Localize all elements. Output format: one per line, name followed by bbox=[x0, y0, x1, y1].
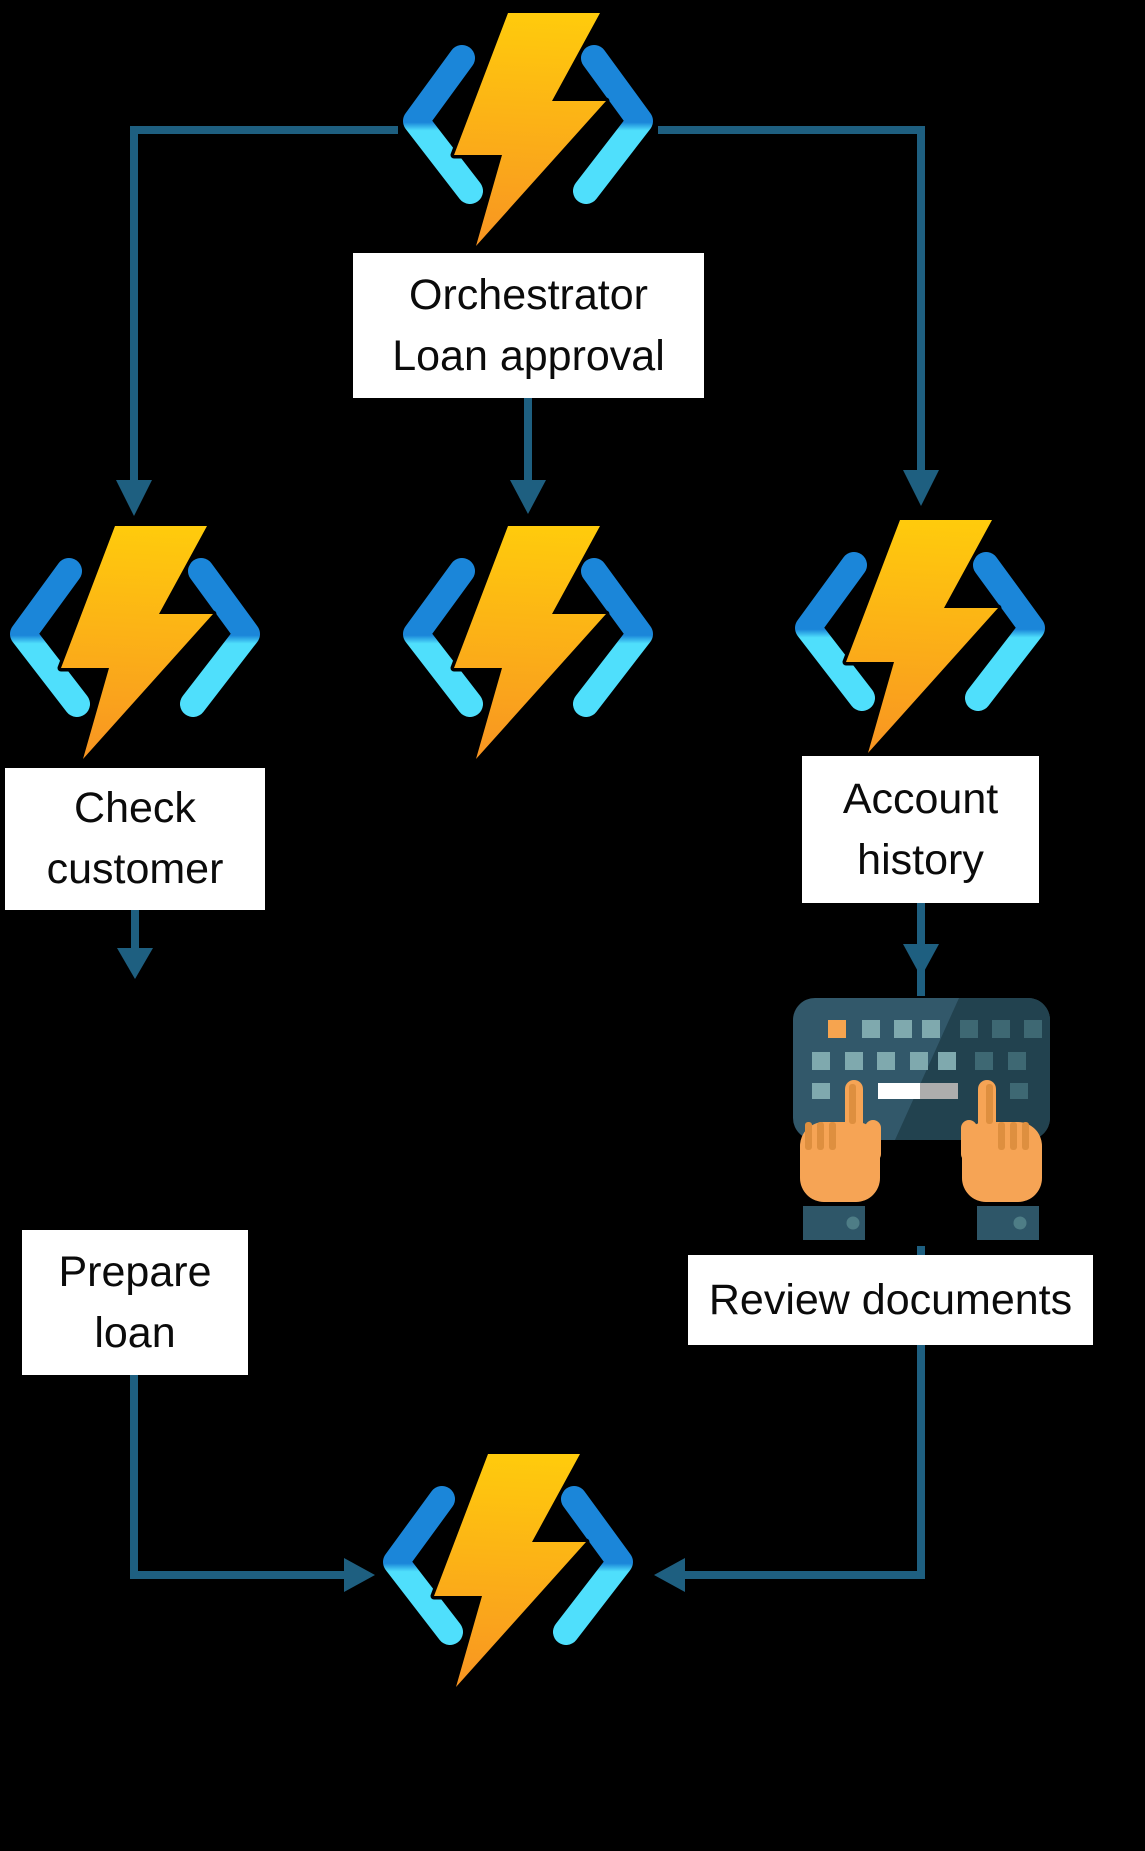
label-line: Review documents bbox=[708, 1275, 1073, 1324]
arrowhead-to-check-customer bbox=[116, 480, 152, 516]
left-hand bbox=[800, 1080, 881, 1240]
edge-account-history-to-review-documents bbox=[903, 903, 939, 1257]
bottom-join-azure-functions-icon bbox=[378, 1454, 638, 1689]
orange-key bbox=[828, 1020, 846, 1038]
label-line: Loan approval bbox=[392, 331, 665, 380]
arrowhead-to-account-history bbox=[903, 470, 939, 506]
label-line: Orchestrator bbox=[409, 270, 648, 319]
right-hand bbox=[961, 1080, 1042, 1240]
arrowhead bbox=[117, 948, 153, 979]
keyboard-shade bbox=[895, 998, 1050, 1140]
check-customer-azure-functions-icon bbox=[5, 526, 265, 761]
check-customer-label-box: Check customer bbox=[5, 768, 265, 910]
keyboard-typing-hands-icon bbox=[791, 996, 1051, 1246]
label-line: Prepare bbox=[58, 1247, 212, 1296]
arrowhead bbox=[903, 944, 939, 977]
arrowhead-to-middle-activity bbox=[510, 480, 546, 514]
account-history-label-box: Account history bbox=[802, 756, 1039, 903]
edge-check-customer-to-prepare-loan bbox=[117, 910, 153, 979]
account-history-azure-functions-icon bbox=[790, 520, 1050, 755]
spacebar bbox=[878, 1083, 920, 1099]
edge-review-documents-to-bottom-join bbox=[654, 1345, 925, 1592]
arrowhead bbox=[344, 1558, 375, 1592]
prepare-loan-label-box: Prepare loan bbox=[22, 1230, 248, 1375]
label-line: history bbox=[857, 835, 984, 884]
orchestrator-label-box: Orchestrator Loan approval bbox=[353, 253, 704, 398]
label-line: loan bbox=[94, 1308, 176, 1357]
orchestrator-azure-functions-icon bbox=[398, 13, 658, 248]
label-line: Check bbox=[74, 784, 196, 832]
middle-activity-azure-functions-icon bbox=[398, 526, 658, 761]
review-documents-label-box: Review documents bbox=[688, 1255, 1093, 1345]
label-line: customer bbox=[46, 845, 224, 893]
right-sleeve bbox=[977, 1206, 1039, 1240]
arrowhead bbox=[654, 1558, 685, 1592]
fanout-middle-line bbox=[524, 398, 532, 482]
fanout-left-line bbox=[130, 126, 138, 482]
edge-prepare-loan-to-bottom-join bbox=[130, 1375, 375, 1592]
fanout-right-line bbox=[917, 126, 925, 472]
label-line: Account bbox=[842, 774, 999, 823]
keyboard-to-label-segment bbox=[917, 1238, 925, 1257]
